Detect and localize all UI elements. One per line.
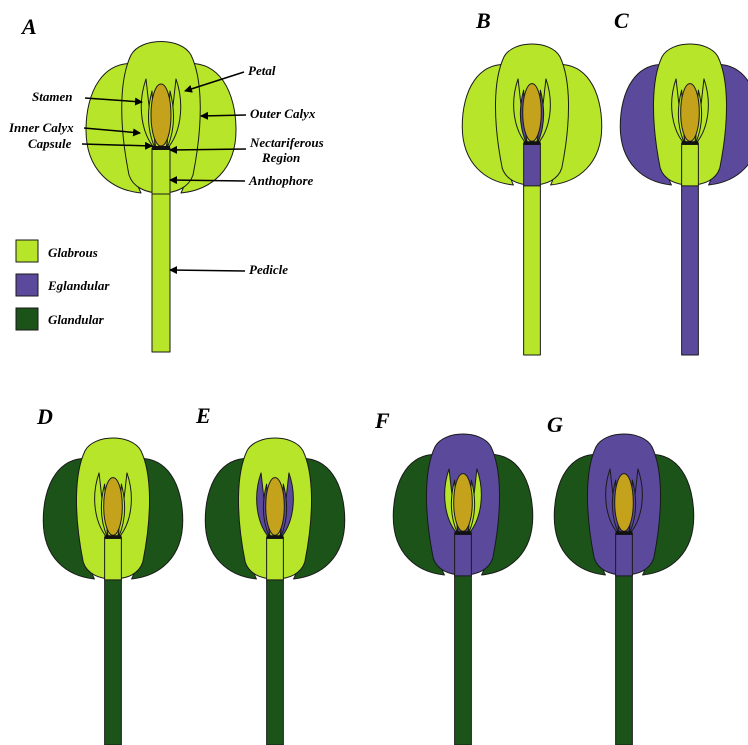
anthophore (616, 533, 633, 576)
label-anthophore: Anthophore (248, 173, 314, 188)
capsule (615, 474, 634, 532)
flower-d (43, 438, 183, 745)
legend-label-glabrous: Glabrous (48, 245, 98, 260)
pedicle (616, 568, 633, 745)
anthophore (152, 148, 170, 194)
anthophore (455, 533, 472, 576)
nectariferous-region (455, 531, 472, 535)
flower-e (205, 438, 345, 745)
anthophore (682, 143, 699, 186)
nectariferous-region (524, 141, 541, 145)
flower-f (393, 434, 533, 745)
label-inner-calyx: Inner Calyx (8, 120, 74, 135)
nectariferous-region (616, 531, 633, 535)
label-nectariferous: Nectariferous (249, 135, 324, 150)
flower-a (86, 42, 236, 353)
anthophore (524, 143, 541, 186)
legend-label-eglandular: Eglandular (47, 278, 110, 293)
anthophore (267, 537, 284, 580)
panel-label-d: D (36, 404, 53, 429)
arrow-anthophore (170, 180, 245, 181)
pedicle (105, 572, 122, 745)
flower-b (462, 44, 602, 355)
panel-label-e: E (195, 403, 211, 428)
panel-label-g: G (547, 412, 563, 437)
panel-label-a: A (20, 14, 37, 39)
capsule (523, 84, 542, 142)
panel-label-b: B (475, 8, 491, 33)
anthophore (105, 537, 122, 580)
nectariferous-region (105, 535, 122, 539)
legend-swatch-glabrous (16, 240, 38, 262)
pedicle (682, 178, 699, 356)
flower-g (554, 434, 694, 745)
arrow-outer-calyx (201, 115, 246, 116)
arrow-nectariferous-region (170, 149, 246, 150)
label-stamen: Stamen (32, 89, 72, 104)
legend-swatch-glandular (16, 308, 38, 330)
pedicle (455, 568, 472, 745)
legend-label-glandular: Glandular (48, 312, 105, 327)
legend-swatch-eglandular (16, 274, 38, 296)
capsule (266, 478, 285, 536)
label-nectariferous-region: Region (261, 150, 300, 165)
capsule (104, 478, 123, 536)
nectariferous-region (152, 146, 170, 150)
label-petal: Petal (248, 63, 276, 78)
capsule (681, 84, 700, 142)
nectariferous-region (267, 535, 284, 539)
label-outer-calyx: Outer Calyx (250, 106, 316, 121)
label-capsule: Capsule (28, 136, 72, 151)
pedicle (267, 572, 284, 745)
legend: Glabrous Eglandular Glandular (16, 240, 110, 330)
pedicle (524, 178, 541, 356)
capsule (454, 474, 473, 532)
panel-label-f: F (374, 408, 390, 433)
capsule (151, 84, 171, 146)
label-pedicle: Pedicle (249, 262, 288, 277)
flower-c (620, 44, 748, 355)
panel-label-c: C (614, 8, 629, 33)
nectariferous-region (682, 141, 699, 145)
pedicle (152, 185, 170, 352)
arrow-pedicle (170, 270, 245, 271)
